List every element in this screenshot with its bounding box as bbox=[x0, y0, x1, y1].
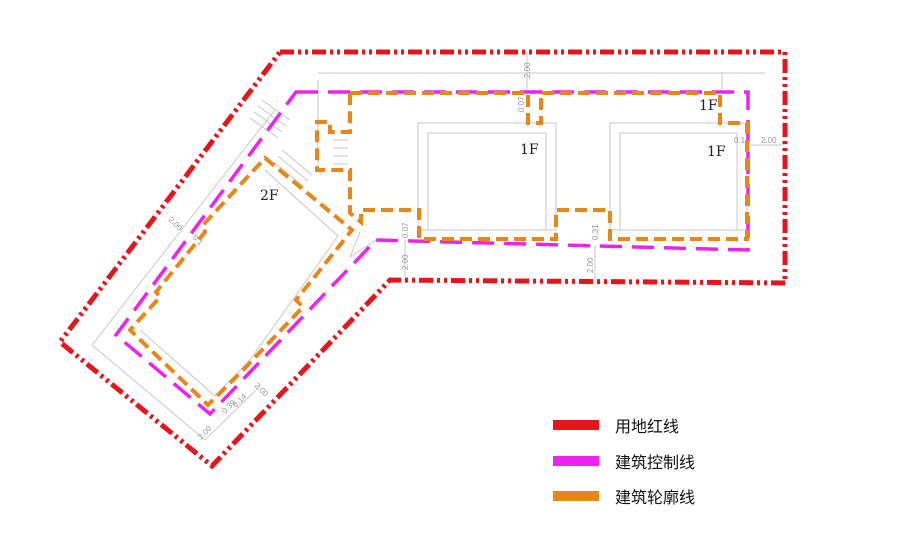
building-control-line bbox=[113, 90, 750, 417]
legend-item-site-red-line: 用地红线 bbox=[553, 415, 680, 436]
dim-label: 2.00 bbox=[761, 136, 777, 145]
stairs-icon bbox=[249, 99, 348, 188]
legend-label: 用地红线 bbox=[615, 417, 680, 436]
dim-label: 2.00 bbox=[401, 254, 410, 270]
dim-label: 2.00 bbox=[586, 257, 595, 273]
floor-label-east-top: 1F bbox=[699, 98, 718, 114]
legend-label: 建筑控制线 bbox=[615, 453, 696, 472]
dim-label: 0.07 bbox=[401, 222, 410, 238]
dim-label: 2.00 bbox=[523, 62, 532, 78]
building-outline-1f bbox=[315, 91, 749, 241]
building-outline-2f bbox=[127, 155, 355, 408]
legend-swatch-red bbox=[553, 420, 599, 430]
dim-label: 0.1 bbox=[734, 136, 746, 145]
dim-label: 2.00 bbox=[196, 424, 214, 442]
floor-label-middle: 1F bbox=[520, 142, 539, 158]
floor-label-east: 1F bbox=[707, 144, 726, 160]
legend-swatch-magenta bbox=[553, 456, 599, 466]
site-red-line bbox=[56, 49, 788, 470]
legend-item-outline: 建筑轮廓线 bbox=[553, 486, 696, 507]
legend-item-control-line: 建筑控制线 bbox=[553, 451, 696, 472]
dim-label: 0.31 bbox=[591, 224, 600, 240]
context-linework bbox=[91, 52, 785, 441]
floor-label-2f: 2F bbox=[260, 188, 279, 204]
dim-label: 0.07 bbox=[517, 96, 526, 112]
legend-swatch-orange bbox=[553, 491, 599, 501]
legend-label: 建筑轮廓线 bbox=[615, 488, 696, 507]
dim-label: 2.00 bbox=[253, 381, 271, 399]
